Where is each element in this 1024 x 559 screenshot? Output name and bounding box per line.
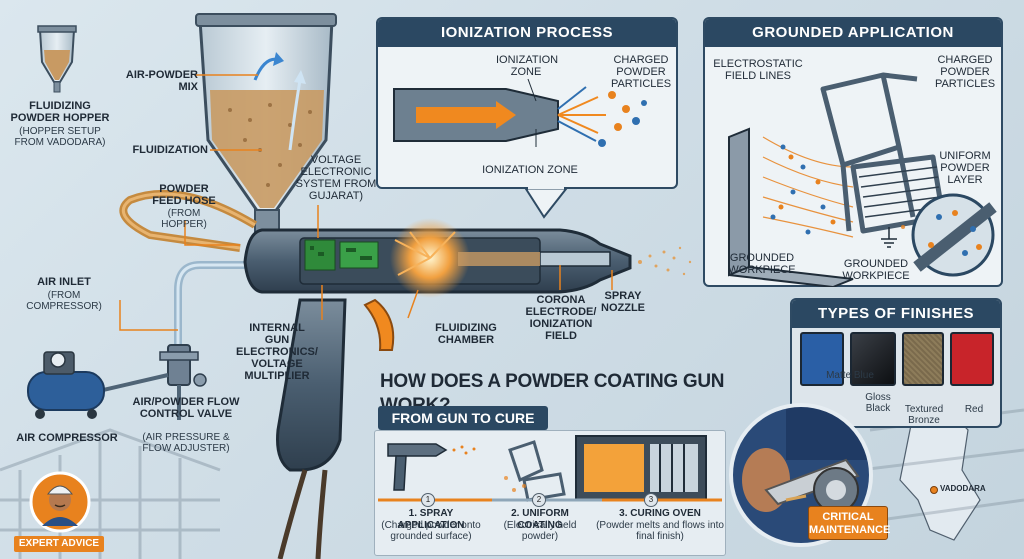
label-internal-electronics: INTERNAL GUN ELECTRONICS/ VOLTAGE MULTIP… bbox=[236, 322, 318, 382]
finish-label-textured-bronze: Textured Bronze bbox=[904, 404, 944, 426]
finish-label-gloss-black: Gloss Black bbox=[865, 392, 891, 414]
step-number-3: 3 bbox=[644, 493, 658, 507]
finishes-heading: TYPES OF FINISHES bbox=[792, 300, 1000, 328]
ionization-art bbox=[393, 78, 647, 219]
step-title-3: 3. CURING OVEN bbox=[619, 508, 701, 519]
finishes-panel: TYPES OF FINISHES bbox=[790, 298, 1002, 428]
label-feed-hose: POWDER FEED HOSE bbox=[152, 183, 216, 207]
label-hopper: FLUIDIZING POWDER HOPPER bbox=[10, 100, 110, 124]
label-air-inlet: AIR INLET bbox=[37, 276, 91, 288]
grounded-art bbox=[728, 72, 997, 287]
grounded-heading: GROUNDED APPLICATION bbox=[705, 19, 1001, 47]
label-fluidizing-chamber: FLUIDIZING CHAMBER bbox=[435, 322, 497, 346]
label-compressor: AIR COMPRESSOR bbox=[16, 432, 118, 444]
control-valve-icon bbox=[59, 344, 207, 420]
grounded-charged: CHARGED POWDER PARTICLES bbox=[934, 54, 996, 90]
label-spray-nozzle: SPRAY NOZZLE bbox=[601, 290, 645, 314]
coated-part-icon bbox=[508, 440, 566, 502]
step-desc-3: (Powder melts and flows into final finis… bbox=[596, 520, 724, 542]
step-desc-2: (Electrically held powder) bbox=[503, 520, 577, 542]
step-number-1: 1 bbox=[421, 493, 435, 507]
grounded-workpiece-left: GROUNDED WORKPIECE bbox=[728, 252, 796, 276]
step-title-1: 1. SPRAY APPLICATION bbox=[397, 508, 465, 531]
expert-avatar bbox=[29, 471, 91, 533]
maintenance-photo bbox=[729, 403, 873, 547]
step-number-2: 2 bbox=[532, 493, 546, 507]
label-voltage-system: VOLTAGE ELECTRONIC SYSTEM FROM GUJARAT) bbox=[295, 154, 377, 202]
label-fluidization: FLUIDIZATION bbox=[132, 144, 208, 156]
finish-label-red: Red bbox=[964, 404, 984, 415]
label-hopper-sub: (HOPPER SETUP FROM VADODARA) bbox=[14, 126, 106, 148]
finish-label-matte-blue: Matte Blue bbox=[826, 370, 874, 381]
cure-heading: FROM GUN TO CURE bbox=[378, 406, 548, 430]
map-city-label: VADODARA bbox=[940, 484, 986, 493]
map-pin-icon bbox=[930, 486, 938, 494]
finish-swatch-textured-bronze bbox=[902, 332, 944, 386]
label-air-powder-mix: AIR-POWDER MIX bbox=[125, 69, 198, 93]
expert-advice-badge: EXPERT ADVICE bbox=[14, 536, 104, 552]
hopper-icon bbox=[37, 25, 77, 93]
step-desc-1: (Charged powder onto grounded surface) bbox=[381, 520, 481, 542]
ionization-zone-top: IONIZATION ZONE bbox=[496, 54, 559, 78]
compressor-icon bbox=[27, 351, 105, 419]
label-control-valve: AIR/POWDER FLOW CONTROL VALVE bbox=[132, 396, 240, 420]
maintenance-badge: CRITICAL MAINTENANCE bbox=[808, 506, 890, 540]
label-corona: CORONA ELECTRODE/ IONIZATION FIELD bbox=[525, 294, 597, 342]
spray-gun-icon bbox=[387, 443, 476, 491]
step-title-2: 2. UNIFORM COATING bbox=[511, 508, 569, 531]
finish-swatch-matte-blue bbox=[800, 332, 844, 386]
ionization-charged: CHARGED POWDER PARTICLES bbox=[610, 54, 672, 90]
label-control-valve-sub: (AIR PRESSURE & FLOW ADJUSTER) bbox=[142, 432, 230, 454]
label-feed-hose-sub: (FROM HOPPER) bbox=[161, 208, 207, 230]
grounded-workpiece-right: GROUNDED WORKPIECE bbox=[842, 258, 910, 282]
grounded-field-lines: ELECTROSTATIC FIELD LINES bbox=[713, 58, 803, 82]
cure-art bbox=[378, 435, 722, 502]
grounded-uniform: UNIFORM POWDER LAYER bbox=[939, 150, 991, 186]
hopper bbox=[195, 13, 337, 241]
finish-swatch-red bbox=[950, 332, 994, 386]
ionization-heading: IONIZATION PROCESS bbox=[378, 19, 676, 47]
label-air-inlet-sub: (FROM COMPRESSOR) bbox=[26, 290, 102, 312]
curing-oven-icon bbox=[575, 435, 707, 501]
ionization-zone-bottom: IONIZATION ZONE bbox=[482, 164, 578, 176]
finish-swatch-gloss-black bbox=[850, 332, 896, 386]
